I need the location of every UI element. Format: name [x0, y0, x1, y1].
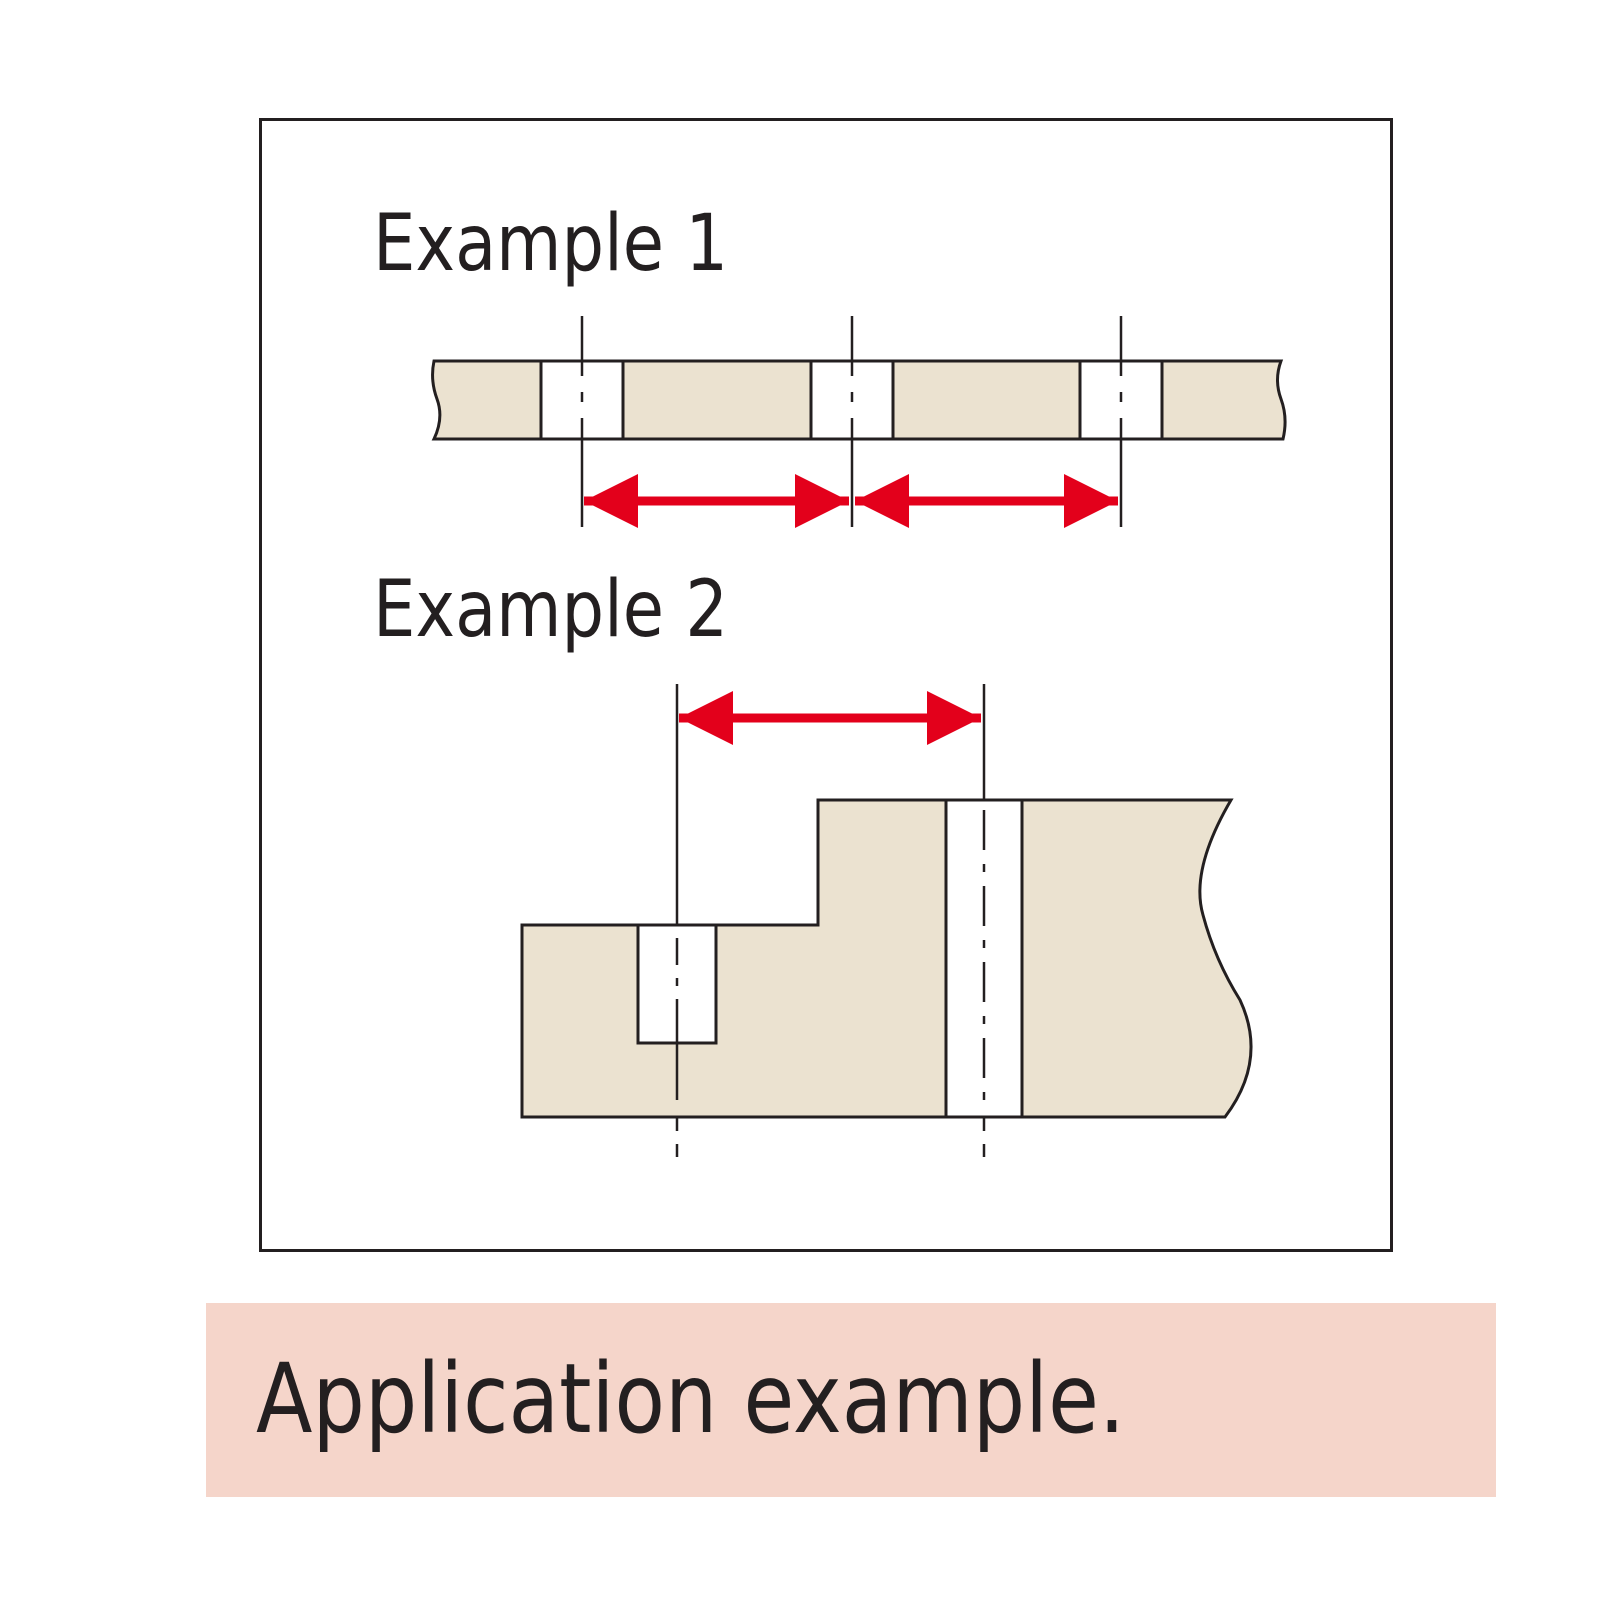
- example2-centerlines: [675, 684, 986, 1157]
- example2-label: Example 2: [373, 565, 729, 655]
- example1-plate: [431, 359, 1287, 441]
- example2-part-body: [520, 798, 1253, 1119]
- example1-label: Example 1: [373, 199, 729, 289]
- example2-part: [520, 798, 1253, 1119]
- caption-text: Application example.: [256, 1343, 1126, 1455]
- example1-centerlines: [580, 316, 1123, 527]
- caption-bar: Application example.: [206, 1303, 1496, 1497]
